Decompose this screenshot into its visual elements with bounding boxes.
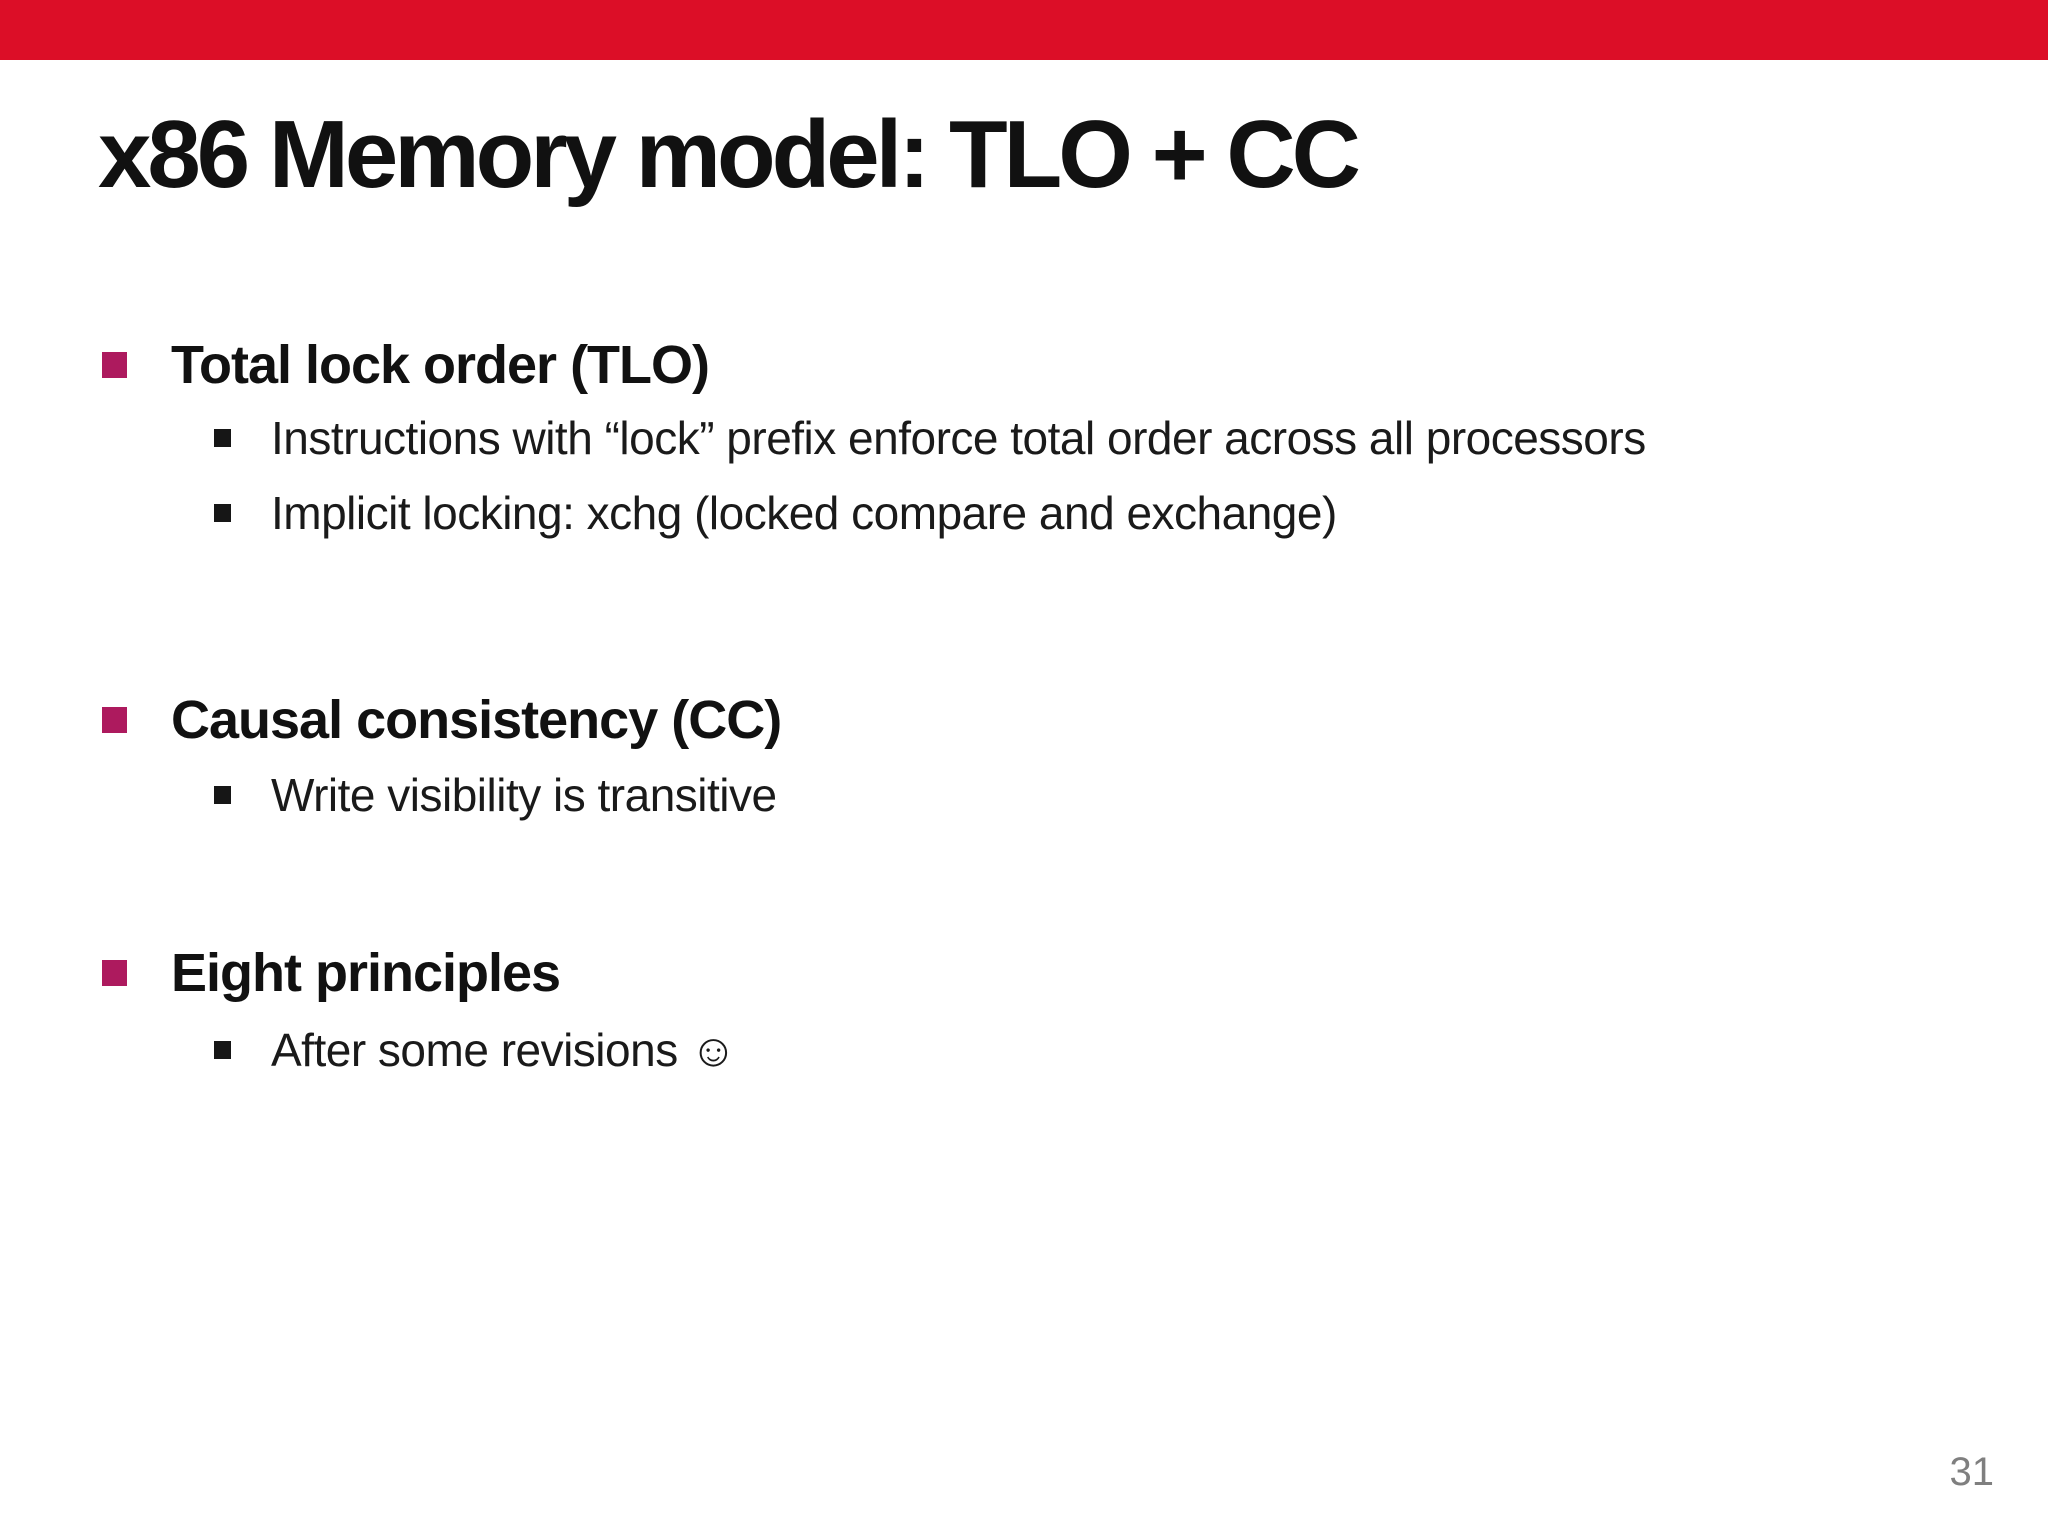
section-heading: Eight principles [171, 943, 561, 1003]
bullet-square-icon [102, 352, 127, 378]
bullet-row-heading: Causal consistency (CC) [102, 685, 782, 755]
sub-bullet-row: Write visibility is transitive [214, 760, 777, 830]
sub-bullet-row: After some revisions ☺ [214, 1015, 737, 1085]
bullet-row-heading: Total lock order (TLO) [102, 330, 710, 400]
sub-bullet-text: Implicit locking: xchg (locked compare a… [271, 487, 1337, 539]
top-accent-bar [0, 0, 2048, 60]
section-heading: Causal consistency (CC) [171, 690, 782, 750]
sub-bullet-row: Instructions with “lock” prefix enforce … [214, 403, 1646, 473]
bullet-row-heading: Eight principles [102, 938, 561, 1008]
sub-bullet-square-icon [214, 1041, 231, 1059]
sub-bullet-square-icon [214, 504, 231, 522]
page-number: 31 [1949, 1450, 1995, 1494]
sub-bullet-square-icon [214, 429, 231, 447]
sub-bullet-text: Instructions with “lock” prefix enforce … [271, 412, 1646, 464]
sub-bullet-text: After some revisions ☺ [271, 1024, 737, 1076]
sub-bullet-row: Implicit locking: xchg (locked compare a… [214, 478, 1337, 548]
sub-bullet-text: Write visibility is transitive [271, 769, 777, 821]
section-heading: Total lock order (TLO) [171, 335, 710, 395]
bullet-square-icon [102, 707, 127, 733]
sub-bullet-square-icon [214, 786, 231, 804]
page-title: x86 Memory model: TLO + CC [98, 101, 1361, 208]
bullet-square-icon [102, 960, 127, 986]
